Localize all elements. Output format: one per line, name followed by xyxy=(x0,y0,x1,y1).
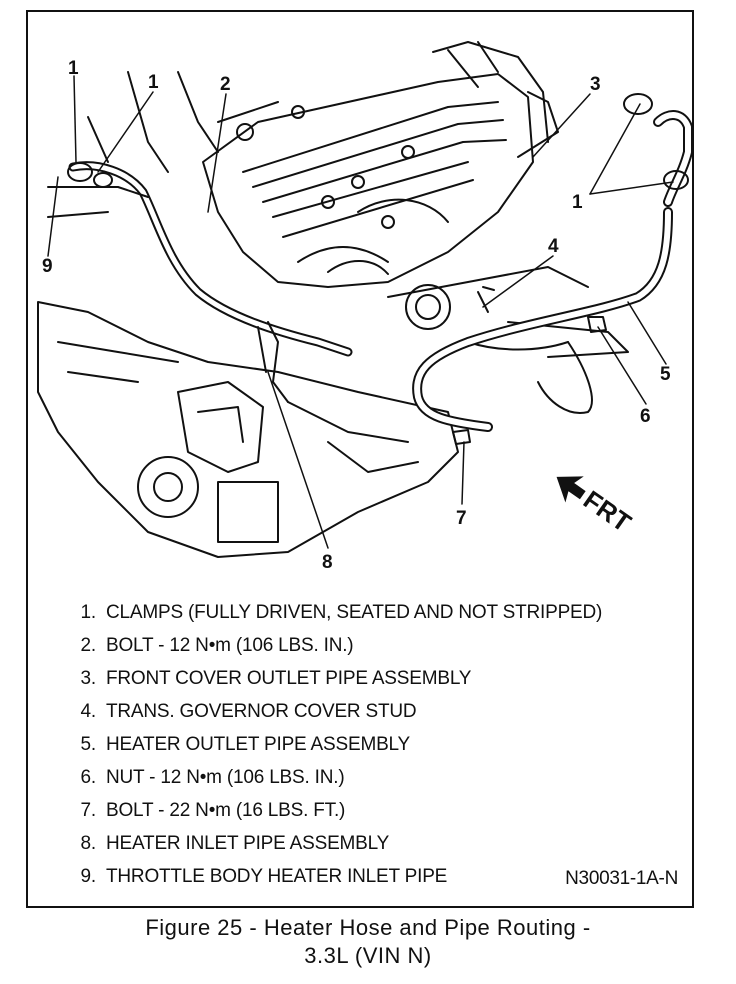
caption-line-1: Figure 25 - Heater Hose and Pipe Routing… xyxy=(145,915,591,940)
callout-9: 9 xyxy=(42,256,53,277)
figure-code: N30031-1A-N xyxy=(565,868,678,889)
legend-item: 5.HEATER OUTLET PIPE ASSEMBLY xyxy=(64,728,602,761)
legend-text: HEATER INLET PIPE ASSEMBLY xyxy=(106,833,390,854)
legend-text: CLAMPS (FULLY DRIVEN, SEATED AND NOT STR… xyxy=(106,602,603,623)
figure-caption: Figure 25 - Heater Hose and Pipe Routing… xyxy=(0,914,736,970)
legend-item: 9.THROTTLE BODY HEATER INLET PIPE xyxy=(64,860,602,893)
legend-item: 2.BOLT - 12 N•m (106 LBS. IN.) xyxy=(64,629,602,662)
heater-outlet-pipe-drawing xyxy=(412,93,693,432)
engine-diagram: FRT 1 1 2 3 1 4 5 6 7 8 9 xyxy=(37,41,693,573)
caption-line-2: 3.3L (VIN N) xyxy=(304,943,432,968)
legend-item: 8.HEATER INLET PIPE ASSEMBLY xyxy=(64,827,602,860)
engine-block-drawing xyxy=(87,41,629,414)
callout-4: 4 xyxy=(548,236,559,257)
callout-1c: 1 xyxy=(572,192,583,213)
legend-text: THROTTLE BODY HEATER INLET PIPE xyxy=(106,866,448,887)
legend-item: 7.BOLT - 22 N•m (16 LBS. FT.) xyxy=(64,794,602,827)
callout-6: 6 xyxy=(640,406,651,427)
nut-drawing xyxy=(587,316,607,333)
legend-text: NUT - 12 N•m (106 LBS. IN.) xyxy=(106,767,345,788)
callout-8: 8 xyxy=(322,552,333,573)
legend-text: BOLT - 12 N•m (106 LBS. IN.) xyxy=(106,635,354,656)
legend-text: FRONT COVER OUTLET PIPE ASSEMBLY xyxy=(106,668,472,689)
throttle-body-pipe-drawing xyxy=(47,162,149,218)
callout-2: 2 xyxy=(220,74,231,95)
figure-frame: FRT 1 1 2 3 1 4 5 6 7 8 9 1.CLAMPS (FULL… xyxy=(26,10,694,908)
callout-1a: 1 xyxy=(68,58,79,79)
legend-item: 3.FRONT COVER OUTLET PIPE ASSEMBLY xyxy=(64,662,602,695)
legend-item: 4.TRANS. GOVERNOR COVER STUD xyxy=(64,695,602,728)
callout-1b: 1 xyxy=(148,72,159,93)
transaxle-drawing xyxy=(37,301,459,558)
legend-item: 1.CLAMPS (FULLY DRIVEN, SEATED AND NOT S… xyxy=(64,596,603,629)
callout-7: 7 xyxy=(456,508,467,529)
bolt-drawing xyxy=(452,429,471,445)
legend-text: HEATER OUTLET PIPE ASSEMBLY xyxy=(106,734,410,755)
governor-stud-drawing xyxy=(477,286,495,313)
front-cover-outlet-pipe-drawing xyxy=(517,91,559,158)
leader-lines xyxy=(47,75,674,549)
callout-3: 3 xyxy=(590,74,601,95)
heater-inlet-pipe-drawing xyxy=(68,161,353,403)
legend-text: TRANS. GOVERNOR COVER STUD xyxy=(106,701,417,722)
frt-label: FRT xyxy=(578,484,637,538)
legend-item: 6.NUT - 12 N•m (106 LBS. IN.) xyxy=(64,761,602,794)
callout-5: 5 xyxy=(660,364,671,385)
front-direction-arrow: FRT xyxy=(556,476,637,538)
legend-text: BOLT - 22 N•m (16 LBS. FT.) xyxy=(106,800,346,821)
parts-legend: 1.CLAMPS (FULLY DRIVEN, SEATED AND NOT S… xyxy=(64,596,603,893)
